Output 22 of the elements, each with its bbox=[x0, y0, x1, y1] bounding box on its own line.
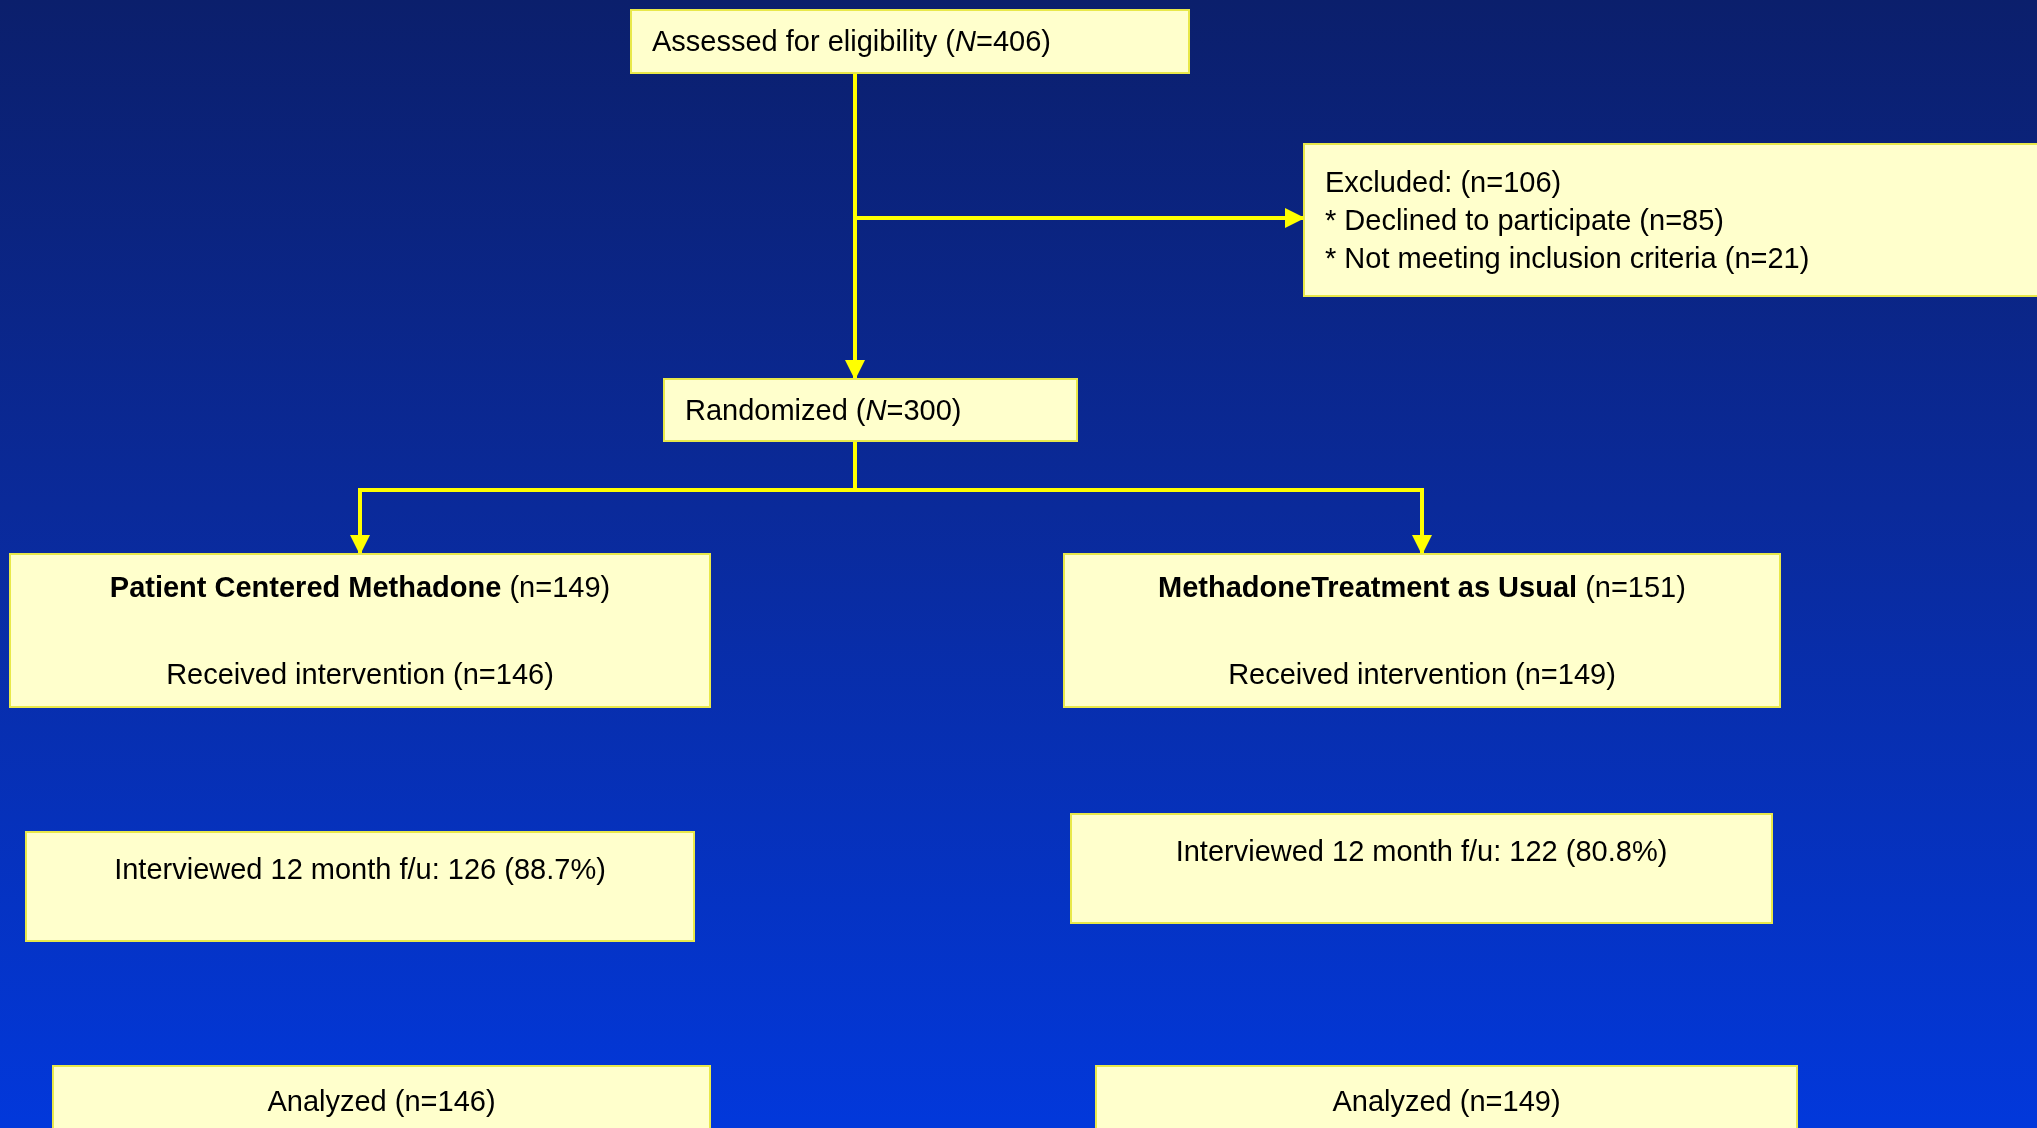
flow-box bbox=[663, 378, 1078, 442]
flow-box bbox=[52, 1065, 711, 1128]
box-text: Received intervention (n=146) bbox=[166, 656, 554, 692]
flow-box bbox=[1070, 813, 1773, 924]
box-text: Analyzed (n=149) bbox=[1332, 1084, 1561, 1119]
flow-box bbox=[25, 831, 695, 942]
box-text: MethadoneTreatment as Usual (n=151) bbox=[1158, 570, 1686, 606]
box-text: Analyzed (n=146) bbox=[267, 1084, 496, 1119]
box-text: Received intervention (n=149) bbox=[1228, 656, 1616, 692]
box-text: Interviewed 12 month f/u: 122 (80.8%) bbox=[1175, 834, 1668, 869]
flow-box bbox=[1063, 553, 1781, 708]
flow-box bbox=[630, 9, 1190, 74]
box-text: Excluded: (n=106) bbox=[1325, 164, 1562, 200]
box-text: * Declined to participate (n=85) bbox=[1325, 202, 1724, 238]
box-text: Assessed for eligibility (N=406) bbox=[652, 24, 1051, 60]
flow-box bbox=[1303, 143, 2037, 297]
box-text: Interviewed 12 month f/u: 126 (88.7%) bbox=[114, 852, 606, 887]
flow-box bbox=[9, 553, 711, 708]
flow-box bbox=[1095, 1065, 1798, 1128]
box-text: * Not meeting inclusion criteria (n=21) bbox=[1325, 241, 1810, 277]
box-text: Randomized (N=300) bbox=[685, 392, 962, 428]
box-text: Patient Centered Methadone (n=149) bbox=[109, 570, 611, 606]
